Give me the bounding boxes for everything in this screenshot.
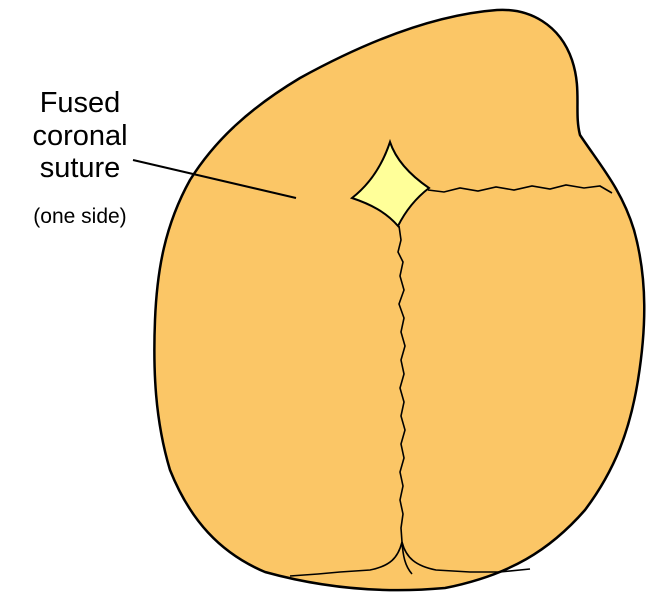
label-line-1: Fused xyxy=(40,87,121,119)
skull-outline xyxy=(154,10,644,590)
label-sublabel: (one side) xyxy=(33,205,126,228)
label-line-3: suture xyxy=(40,152,121,184)
label-line-2: coronal xyxy=(32,120,127,152)
